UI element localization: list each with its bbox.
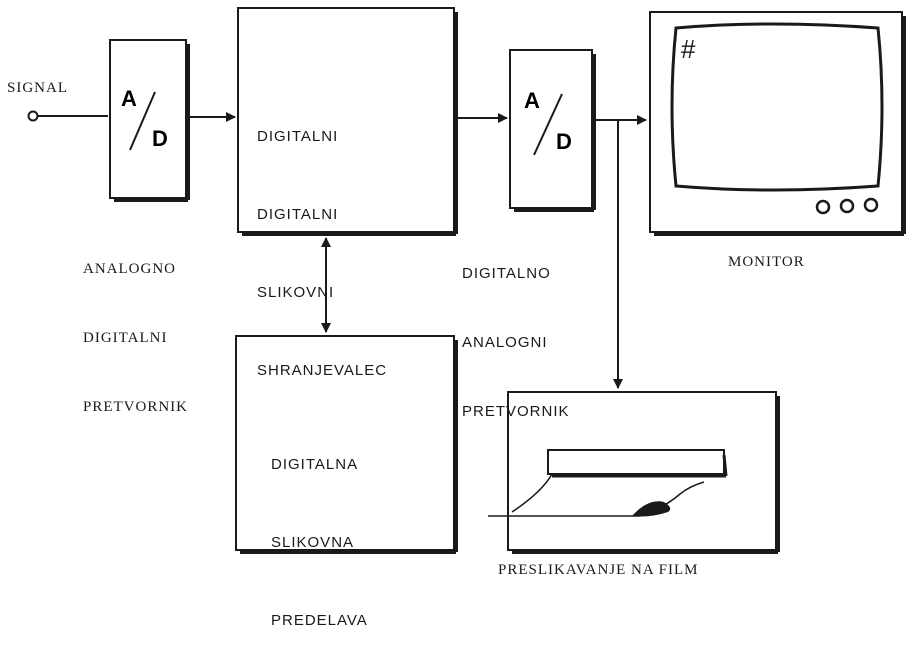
signal-terminal <box>27 110 39 122</box>
signal-label: SIGNAL <box>7 80 68 96</box>
dac-slash <box>533 93 563 156</box>
dac-caption-line: ANALOGNI <box>462 334 548 351</box>
monitor-knob-1 <box>815 199 831 215</box>
processing-label-line: SLIKOVNA <box>271 534 355 551</box>
storage-label-line: DIGITALNI <box>257 206 339 223</box>
processing-block <box>235 335 458 554</box>
processing-label: DIGITALNA SLIKOVNA PREDELAVA <box>271 400 368 660</box>
film-sheet <box>511 473 553 513</box>
adc-slash <box>129 91 156 151</box>
monitor-knob-3 <box>863 197 879 213</box>
dac-caption-line: DIGITALNO <box>462 265 551 282</box>
monitor-screen-mark: # <box>681 34 697 64</box>
dac-caption-line: PRETVORNIK <box>462 403 570 420</box>
storage-label: DIGITALNI DIGITALNI SLIKOVNI SHRANJEVALE… <box>257 72 387 410</box>
monitor-knob-2 <box>839 198 855 214</box>
adc-caption-line: PRETVORNIK <box>83 399 189 415</box>
storage-label-line: SLIKOVNI <box>257 284 335 301</box>
block-diagram <box>27 7 906 554</box>
monitor-screen <box>670 22 884 192</box>
storage-block <box>237 7 458 236</box>
film-roll <box>547 449 725 475</box>
dac-letter-a: A <box>524 88 540 113</box>
storage-label-line: DIGITALNI <box>257 128 339 145</box>
dac-letter-d: D <box>556 129 572 154</box>
processing-label-line: DIGITALNA <box>271 456 359 473</box>
adc-letter-d: D <box>152 126 168 151</box>
storage-label-line: SHRANJEVALEC <box>257 362 388 379</box>
film-block <box>488 391 780 554</box>
processing-label-line: PREDELAVA <box>271 612 368 629</box>
monitor <box>649 11 906 236</box>
adc-letter-a: A <box>121 86 137 111</box>
adc-caption: ANALOGNO DIGITALNI PRETVORNIK <box>83 212 188 442</box>
dac-block <box>509 49 596 212</box>
adc-caption-line: ANALOGNO <box>83 261 176 277</box>
adc-block <box>109 39 190 202</box>
adc-caption-line: DIGITALNI <box>83 330 168 346</box>
monitor-caption: MONITOR <box>728 254 805 270</box>
film-caption: PRESLIKAVANJE NA FILM <box>498 562 699 578</box>
dac-caption: DIGITALNO ANALOGNI PRETVORNIK <box>462 216 570 446</box>
